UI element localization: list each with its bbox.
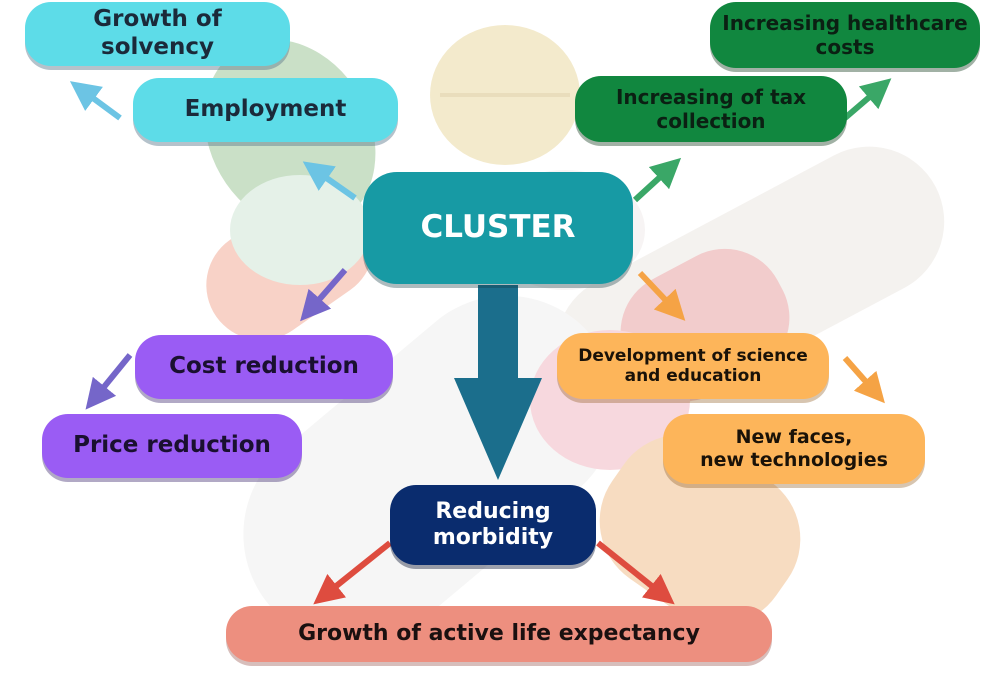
node-development-science-education: Development of science and education	[557, 333, 829, 399]
node-growth-active-life-expectancy-label: Growth of active life expectancy	[298, 620, 700, 646]
node-growth-active-life-expectancy: Growth of active life expectancy	[226, 606, 772, 662]
node-development-science-education-label: Development of science and education	[578, 345, 808, 386]
node-reducing-morbidity-label: Reducing morbidity	[432, 498, 554, 550]
node-cost-reduction-label: Cost reduction	[169, 353, 359, 380]
node-price-reduction-label: Price reduction	[73, 432, 271, 459]
mint-tablet	[230, 175, 370, 285]
node-employment-label: Employment	[184, 96, 347, 123]
node-growth-of-solvency: Growth of solvency	[25, 2, 290, 66]
node-increasing-tax-collection-label: Increasing of tax collection	[615, 85, 807, 133]
node-increasing-healthcare-costs: Increasing healthcare costs	[710, 2, 980, 68]
node-cluster-label: CLUSTER	[420, 209, 576, 246]
arrow-employment-to-solvency	[69, 81, 122, 121]
node-new-faces-technologies: New faces, new technologies	[663, 414, 925, 484]
node-cluster: CLUSTER	[363, 172, 633, 284]
arrow-science-to-newfaces	[842, 356, 885, 404]
arrow-tax-to-healthcare	[843, 78, 892, 121]
node-price-reduction: Price reduction	[42, 414, 302, 478]
node-cost-reduction: Cost reduction	[135, 335, 393, 399]
node-reducing-morbidity: Reducing morbidity	[390, 485, 596, 565]
arrow-cluster-to-science	[637, 270, 686, 321]
arrow-cluster-to-employment	[302, 161, 357, 201]
node-employment: Employment	[133, 78, 398, 142]
node-new-faces-technologies-label: New faces, new technologies	[700, 426, 888, 471]
arrow-cost-to-price	[85, 353, 133, 410]
arrow-cluster-to-tax	[632, 157, 682, 203]
node-increasing-tax-collection: Increasing of tax collection	[575, 76, 847, 142]
arrow-cluster-to-morbidity	[454, 285, 542, 480]
arrow-cluster-to-cost	[300, 268, 348, 322]
node-growth-of-solvency-label: Growth of solvency	[93, 6, 222, 60]
node-increasing-healthcare-costs-label: Increasing healthcare costs	[722, 11, 968, 59]
arrow-morbidity-to-life-right	[596, 540, 675, 605]
arrow-morbidity-to-life-left	[313, 540, 392, 605]
